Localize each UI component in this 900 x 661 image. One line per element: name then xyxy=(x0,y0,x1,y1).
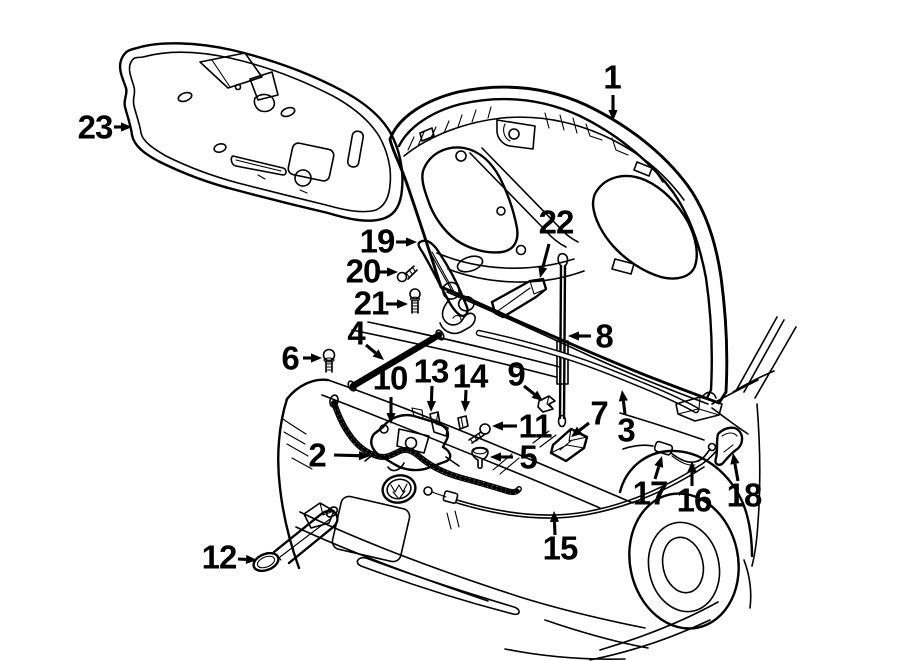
callout-arrow-line-2 xyxy=(333,453,360,458)
callout-label-21[interactable]: 21 xyxy=(353,284,390,322)
callout-label-3[interactable]: 3 xyxy=(617,411,635,449)
callout-arrow-line-3 xyxy=(621,400,627,415)
screw-11 xyxy=(468,423,491,444)
bracket-7 xyxy=(549,427,589,463)
callout-label-23[interactable]: 23 xyxy=(77,108,114,146)
callout-label-6[interactable]: 6 xyxy=(281,339,299,377)
callout-arrow-line-14 xyxy=(463,389,468,402)
hood-prop-rod xyxy=(556,252,569,428)
side-cable-16-17 xyxy=(622,440,717,466)
callout-arrow-head-1 xyxy=(608,110,618,121)
callout-arrow-head-22 xyxy=(538,266,548,278)
callout-arrow-line-15 xyxy=(552,521,557,536)
callout-arrow-head-12 xyxy=(245,554,257,565)
callout-arrow-line-17 xyxy=(653,466,661,480)
callout-arrow-head-10 xyxy=(386,413,396,424)
callout-label-1[interactable]: 1 xyxy=(603,58,621,96)
callout-label-9[interactable]: 9 xyxy=(507,355,525,393)
callout-arrow-head-4 xyxy=(372,349,384,360)
callout-arrow-head-14 xyxy=(460,400,471,412)
callout-arrow-line-7 xyxy=(578,421,590,432)
hinge-bracket xyxy=(490,277,548,319)
callout-arrow-head-5 xyxy=(490,452,501,462)
callout-label-14[interactable]: 14 xyxy=(452,357,489,395)
grommet-5 xyxy=(471,446,489,470)
callout-arrow-line-9 xyxy=(523,384,536,396)
hood-insulation-pad xyxy=(118,42,404,222)
release-lever xyxy=(252,506,339,573)
callout-label-11[interactable]: 11 xyxy=(518,407,553,445)
front-seal-strip xyxy=(347,329,445,392)
vw-roundel-icon xyxy=(381,474,417,504)
callout-arrow-head-23 xyxy=(121,122,132,132)
front-end-body xyxy=(277,378,649,660)
callout-label-15[interactable]: 15 xyxy=(542,529,579,567)
callout-label-16[interactable]: 16 xyxy=(676,481,713,519)
latch-cable xyxy=(423,449,718,519)
callout-arrow-line-4 xyxy=(365,343,377,355)
cowl-lines xyxy=(351,321,749,441)
weatherstrip xyxy=(475,329,700,414)
callout-arrow-head-7 xyxy=(571,426,583,437)
callout-label-18[interactable]: 18 xyxy=(726,476,763,514)
callout-label-19[interactable]: 19 xyxy=(359,222,396,260)
screw-20 xyxy=(396,265,418,283)
callout-label-7[interactable]: 7 xyxy=(590,394,608,432)
callout-arrow-head-21 xyxy=(397,299,408,309)
callout-arrow-line-13 xyxy=(429,385,434,402)
latch-hook-18 xyxy=(714,426,744,466)
callout-arrow-line-22 xyxy=(541,243,551,268)
hood-latch xyxy=(364,407,460,472)
callout-label-13[interactable]: 13 xyxy=(413,352,450,390)
callout-label-5[interactable]: 5 xyxy=(519,438,537,476)
callout-arrow-head-9 xyxy=(531,390,543,401)
release-cable xyxy=(329,394,522,496)
clip-9 xyxy=(537,395,556,413)
callout-arrow-head-20 xyxy=(387,267,398,277)
callout-label-20[interactable]: 20 xyxy=(345,252,382,290)
callout-arrow-head-18 xyxy=(730,453,740,465)
callout-label-12[interactable]: 12 xyxy=(201,538,238,576)
callout-arrow-head-2 xyxy=(358,451,370,461)
front-wheel xyxy=(628,492,740,630)
callout-label-10[interactable]: 10 xyxy=(372,359,409,397)
callout-arrow-head-6 xyxy=(311,353,322,363)
callout-arrow-head-11 xyxy=(492,421,503,431)
front-fender xyxy=(589,316,797,661)
callout-arrow-head-13 xyxy=(426,400,437,412)
callout-arrow-head-19 xyxy=(406,237,417,247)
callout-arrow-head-3 xyxy=(618,390,628,402)
callout-label-17[interactable]: 17 xyxy=(632,474,669,512)
bolt-6 xyxy=(322,348,336,373)
latch-bracket-13 xyxy=(429,411,449,437)
callout-label-2[interactable]: 2 xyxy=(308,436,326,474)
callout-label-8[interactable]: 8 xyxy=(595,317,613,355)
clip-14 xyxy=(457,415,469,430)
hood-hinge xyxy=(417,239,476,335)
callout-arrow-head-16 xyxy=(687,461,697,472)
callout-arrow-head-8 xyxy=(568,331,579,341)
callout-label-22[interactable]: 22 xyxy=(538,203,575,241)
callout-label-4[interactable]: 4 xyxy=(347,314,365,352)
callout-arrow-head-15 xyxy=(549,511,560,523)
bolt-21 xyxy=(409,288,421,314)
callout-arrow-line-18 xyxy=(733,463,740,482)
callout-arrow-head-17 xyxy=(654,456,664,468)
